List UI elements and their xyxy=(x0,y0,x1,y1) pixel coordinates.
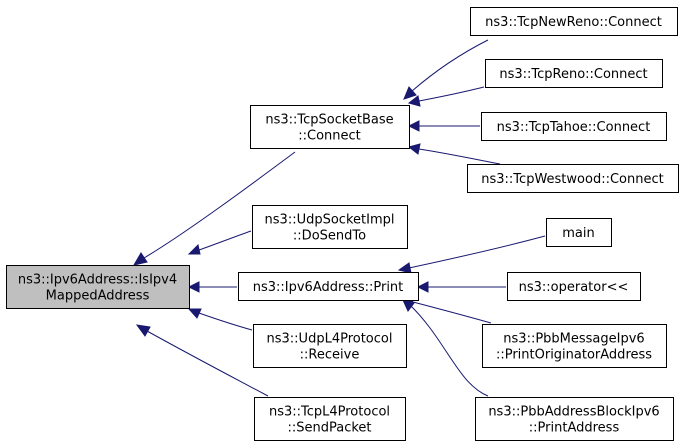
edge-tahoe-to-tcpsocketbase xyxy=(407,120,480,132)
edge-arrowhead xyxy=(416,281,429,293)
node-pbbaddr[interactable]: ns3::PbbAddressBlockIpv6::PrintAddress xyxy=(475,397,674,441)
node-label: ns3::Ipv6Address::Print xyxy=(253,280,404,295)
node-box xyxy=(507,272,641,301)
edge-arrowhead xyxy=(187,308,202,319)
node-reno[interactable]: ns3::TcpReno::Connect xyxy=(485,59,663,88)
node-box xyxy=(238,272,419,301)
node-box xyxy=(467,164,679,193)
edge-print-to-root xyxy=(187,281,237,293)
node-label: ns3::TcpNewReno::Connect xyxy=(485,15,662,30)
node-label: ::Connect xyxy=(298,129,361,144)
node-box xyxy=(250,105,410,149)
node-box xyxy=(253,324,407,368)
node-label: ::PrintAddress xyxy=(529,421,620,436)
edge-line xyxy=(409,304,489,397)
edge-arrowhead xyxy=(407,143,421,155)
edge-udpsocketimpl-to-root xyxy=(187,230,252,255)
edge-newreno-to-tcpsocketbase xyxy=(403,39,489,100)
edge-line xyxy=(408,235,546,269)
node-box xyxy=(252,205,408,249)
edge-arrowhead xyxy=(187,244,201,255)
edge-line xyxy=(411,39,489,92)
node-label: ns3::TcpL4Protocol xyxy=(269,405,390,420)
node-box xyxy=(482,324,667,368)
node-box xyxy=(475,397,674,441)
node-label: main xyxy=(562,226,594,241)
node-label: ns3::UdpSocketImpl xyxy=(265,213,395,228)
edge-arrowhead xyxy=(132,252,148,266)
edge-arrowhead xyxy=(407,95,421,107)
edge-udpl4-to-root xyxy=(187,308,253,331)
edge-reno-to-tcpsocketbase xyxy=(407,86,485,107)
edge-arrowhead xyxy=(187,281,200,293)
node-operator[interactable]: ns3::operator<< xyxy=(507,272,641,301)
edge-westwood-to-tcpsocketbase xyxy=(407,143,501,165)
node-label: ns3::TcpReno::Connect xyxy=(499,67,647,82)
edge-line xyxy=(143,151,296,259)
node-box xyxy=(6,265,190,309)
node-label: ns3::TcpWestwood::Connect xyxy=(481,172,663,187)
node-pbbmsg[interactable]: ns3::PbbMessageIpv6::PrintOriginatorAddr… xyxy=(482,324,667,368)
edge-line xyxy=(418,86,485,102)
edge-operator-to-print xyxy=(416,281,506,293)
edge-layer xyxy=(132,39,546,397)
edge-line xyxy=(412,301,492,324)
node-udpl4[interactable]: ns3::UdpL4Protocol::Receive xyxy=(253,324,407,368)
node-newreno[interactable]: ns3::TcpNewReno::Connect xyxy=(470,7,678,36)
node-box xyxy=(254,397,406,441)
edge-arrowhead xyxy=(407,120,420,132)
node-box xyxy=(470,7,678,36)
node-label: ns3::TcpSocketBase xyxy=(265,113,393,128)
node-label: ns3::UdpL4Protocol xyxy=(267,332,393,347)
edge-arrowhead xyxy=(397,262,412,274)
node-box xyxy=(481,112,667,141)
edge-tcpl4-to-root xyxy=(135,324,269,397)
edge-line xyxy=(198,230,252,251)
edge-main-to-print xyxy=(397,235,546,274)
node-label: ns3::PbbAddressBlockIpv6 xyxy=(488,405,659,420)
node-label: ns3::Ipv6Address::IsIpv4 xyxy=(18,273,177,288)
node-label: MappedAddress xyxy=(46,289,150,304)
node-label: ns3::PbbMessageIpv6 xyxy=(503,332,644,347)
node-tcpl4[interactable]: ns3::TcpL4Protocol::SendPacket xyxy=(254,397,406,441)
node-main[interactable]: main xyxy=(546,218,612,247)
node-label: ::SendPacket xyxy=(287,421,371,436)
edge-arrowhead xyxy=(402,299,415,312)
node-label: ::Receive xyxy=(300,348,360,363)
node-tahoe[interactable]: ns3::TcpTahoe::Connect xyxy=(481,112,667,141)
edge-arrowhead xyxy=(403,86,417,100)
edge-tcpsocketbase-to-root xyxy=(132,151,296,266)
edge-line xyxy=(146,330,269,397)
edge-pbbaddr-to-print xyxy=(402,299,489,397)
node-label: ns3::operator<< xyxy=(519,280,629,295)
node-layer: ns3::Ipv6Address::IsIpv4MappedAddressns3… xyxy=(6,7,679,441)
node-udpsocketimpl[interactable]: ns3::UdpSocketImpl::DoSendTo xyxy=(252,205,408,249)
edge-line xyxy=(198,312,253,331)
edge-line xyxy=(418,148,501,165)
node-box xyxy=(485,59,663,88)
node-box xyxy=(546,218,612,247)
node-westwood[interactable]: ns3::TcpWestwood::Connect xyxy=(467,164,679,193)
node-print[interactable]: ns3::Ipv6Address::Print xyxy=(238,272,419,301)
node-tcpsocketbase[interactable]: ns3::TcpSocketBase::Connect xyxy=(250,105,410,149)
node-label: ::DoSendTo xyxy=(293,229,366,244)
node-label: ::PrintOriginatorAddress xyxy=(496,348,652,363)
edge-arrowhead xyxy=(135,324,151,337)
node-label: ns3::TcpTahoe::Connect xyxy=(497,120,651,135)
